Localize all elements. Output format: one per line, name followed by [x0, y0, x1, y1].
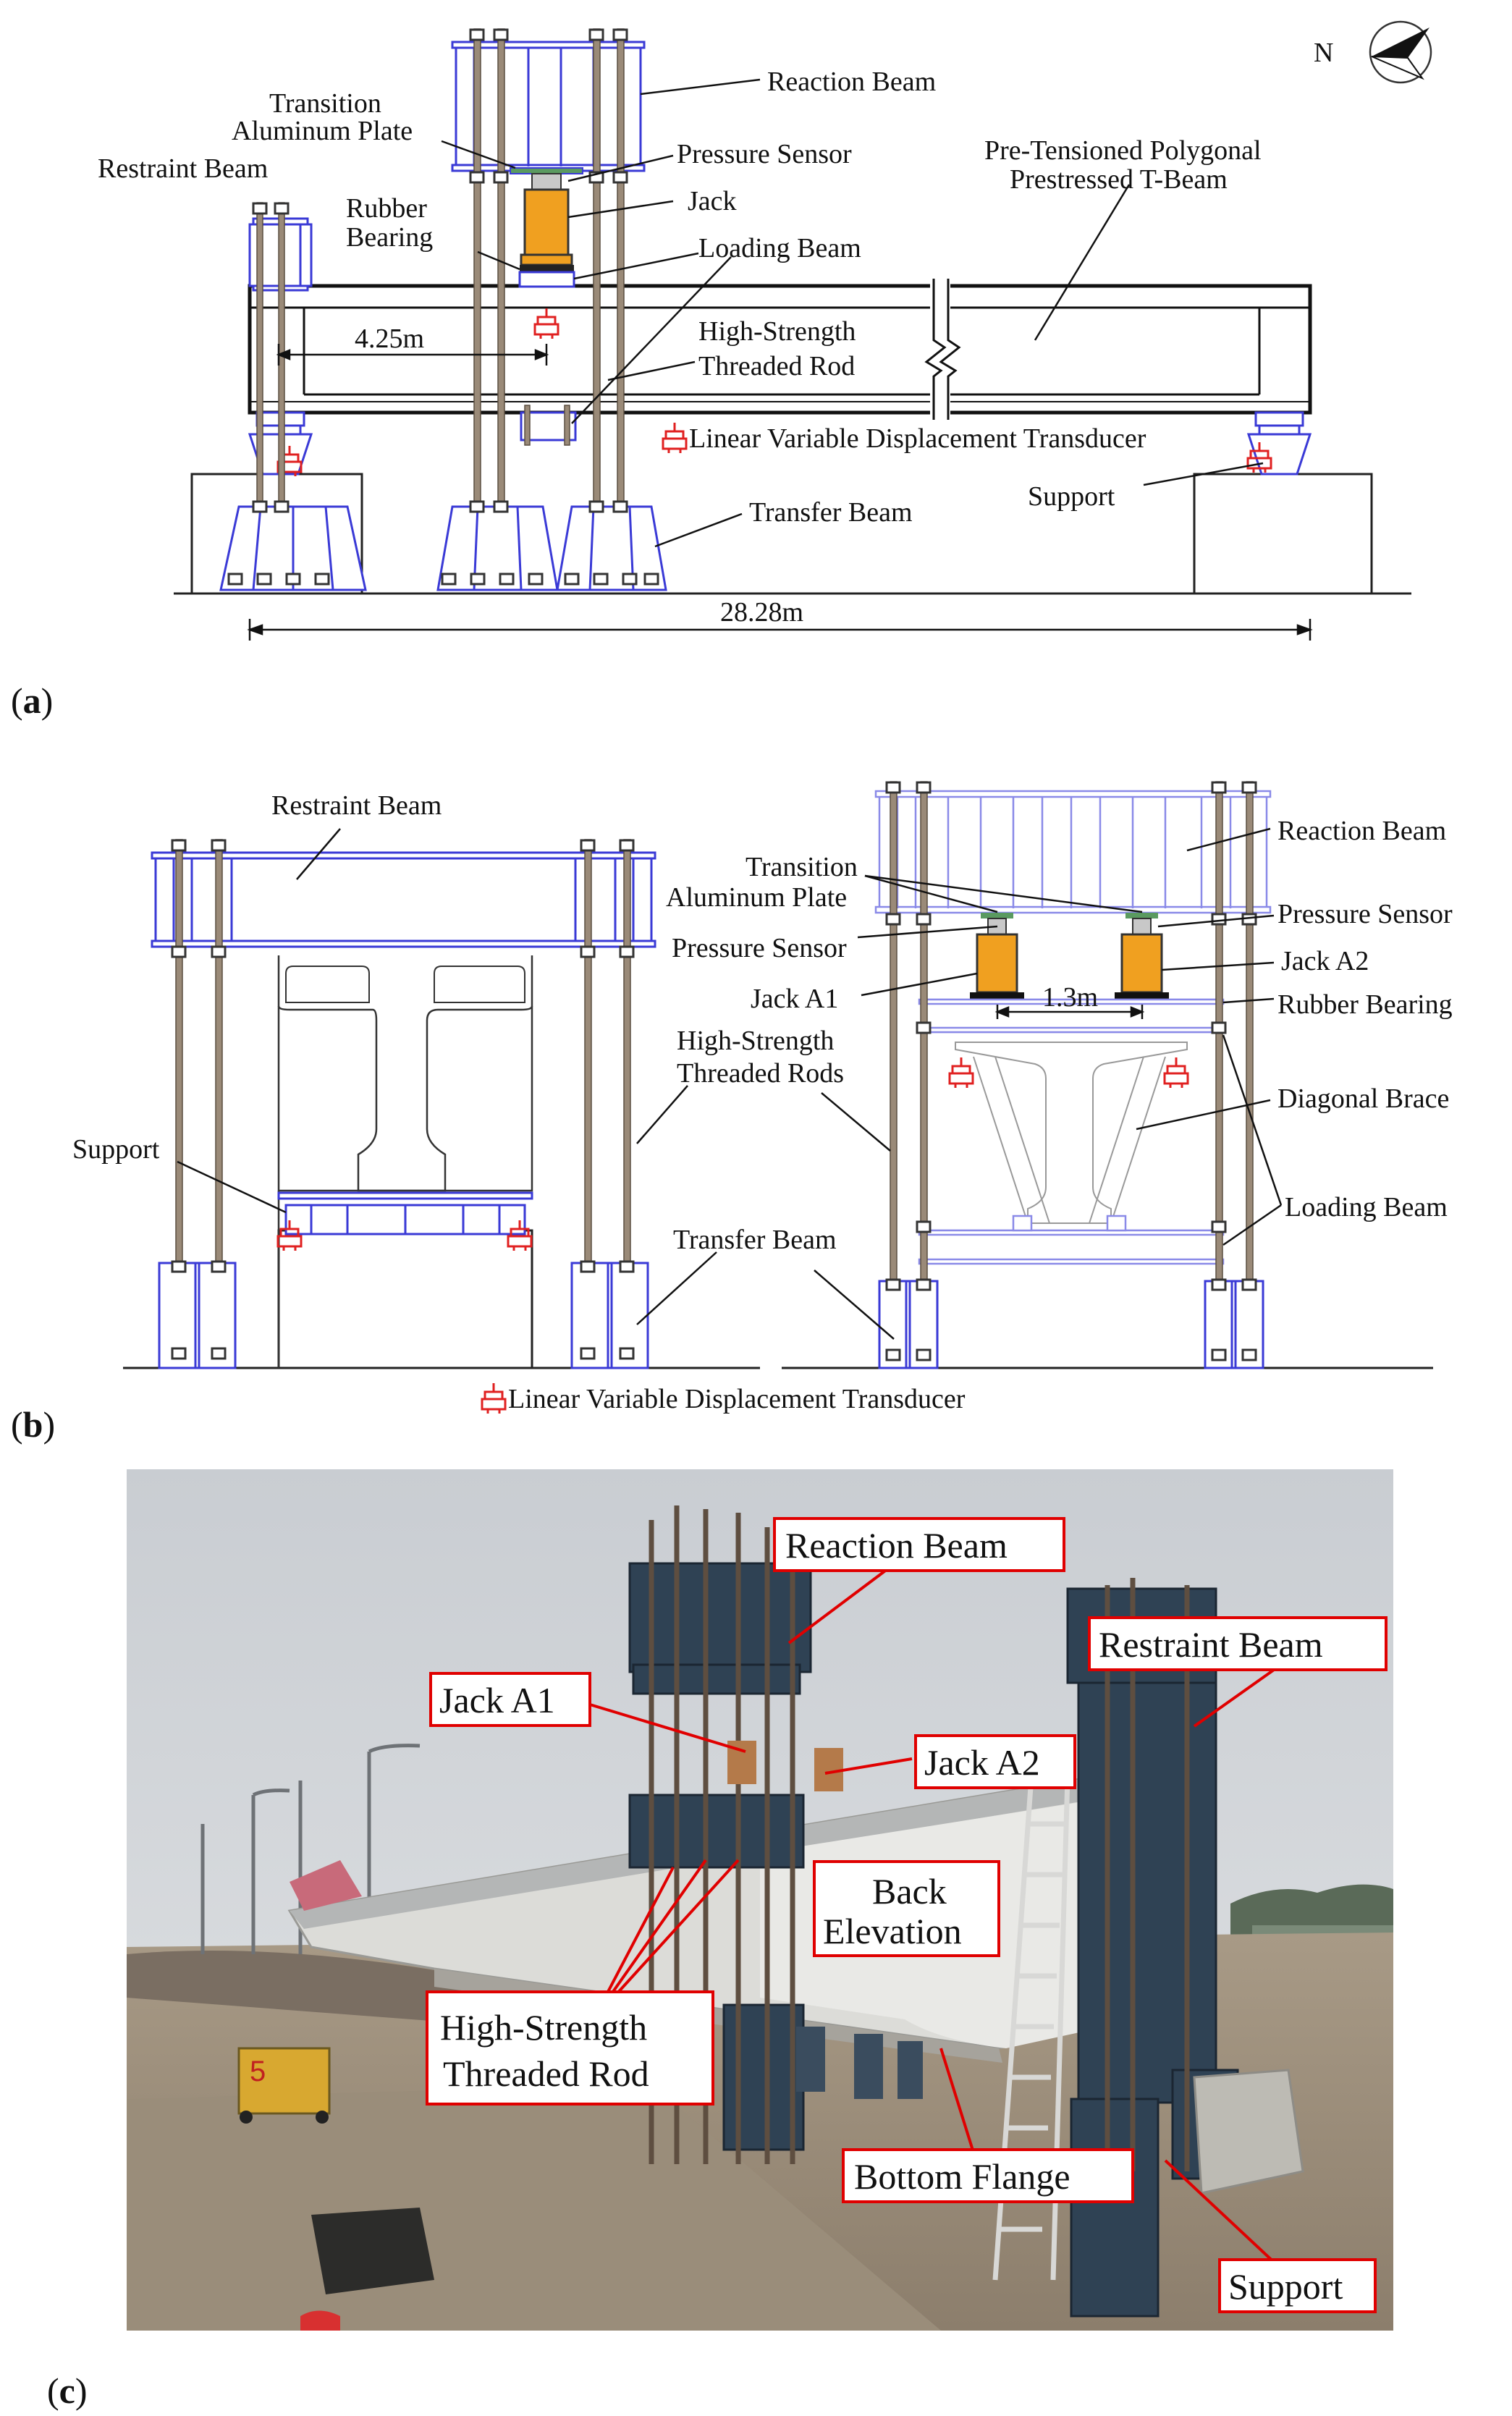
support-b: [277, 1191, 533, 1236]
label-support-b: Support: [72, 1134, 160, 1165]
label-high-strength-2-b: Threaded Rods: [677, 1058, 844, 1089]
right-pier: [1193, 473, 1373, 595]
label-pretensioned-2: Prestressed T-Beam: [1010, 164, 1228, 195]
label-high-strength-1-c: High-Strength: [440, 2007, 647, 2048]
label-transition-1-a: Transition: [269, 88, 381, 119]
compass-label: N: [1314, 38, 1333, 68]
label-jack-a1-b: Jack A1: [751, 984, 838, 1014]
leaders-b: [177, 827, 1283, 1340]
caption-a: (a): [11, 680, 53, 721]
callout-box-reaction: [773, 1517, 1065, 1572]
transfer-beams-a: [219, 505, 667, 591]
rubber-bearing-a: [520, 265, 574, 272]
leaders-a: [441, 78, 1264, 548]
dim-1-3: [994, 1005, 1145, 1019]
t-beam-section-right: [955, 1042, 1188, 1224]
north-arrow-icon: [1369, 20, 1432, 84]
label-high-strength-1-a: High-Strength: [698, 316, 856, 347]
label-rubber-bearing-b: Rubber Bearing: [1277, 989, 1453, 1020]
callout-box-support: [1218, 2258, 1377, 2313]
label-pressure-sensor-b-right: Pressure Sensor: [1277, 899, 1453, 929]
label-support-c: Support: [1228, 2266, 1343, 2307]
loading-beam-top-a: [518, 271, 575, 288]
jack-a1-b: [976, 933, 1018, 994]
label-jack-a: Jack: [688, 186, 737, 216]
label-transfer-beam-b: Transfer Beam: [673, 1225, 837, 1255]
reaction-beam-b: [874, 790, 1272, 914]
t-beam-elevation: [248, 279, 1312, 420]
t-beam-section-outline: [277, 955, 533, 1192]
lvdt-legend-icon-a: [662, 421, 688, 455]
label-jack-a2-b: Jack A2: [1281, 946, 1369, 976]
rubber-bearing-b-2: [1115, 992, 1169, 1000]
label-pressure-sensor-a: Pressure Sensor: [677, 139, 852, 169]
label-jack-a1-c: Jack A1: [439, 1680, 555, 1720]
label-lvdt-a: Linear Variable Displacement Transducer: [689, 423, 1146, 454]
label-diagonal-brace-b: Diagonal Brace: [1277, 1084, 1449, 1114]
label-pressure-sensor-b-left: Pressure Sensor: [672, 933, 847, 963]
callout-box-jack-a2: [914, 1734, 1076, 1789]
lvdt-b-right-2: [1163, 1056, 1189, 1089]
label-transition-2-b: Aluminum Plate: [666, 882, 847, 913]
right-support: [1246, 411, 1312, 476]
pressure-sensor-a: [531, 173, 562, 190]
callout-box-threaded-rod: [426, 1990, 714, 2105]
callout-box-jack-a1: [429, 1672, 591, 1727]
dim-4-25: [276, 344, 549, 366]
label-back-c: Back: [872, 1871, 947, 1912]
label-jack-a2-c: Jack A2: [924, 1742, 1040, 1783]
pressure-sensor-b-2: [1132, 918, 1152, 935]
transfer-beams-b-right: [878, 1280, 1264, 1369]
label-high-strength-1-b: High-Strength: [677, 1026, 834, 1056]
label-reaction-beam-b: Reaction Beam: [1277, 816, 1446, 846]
rubber-bearing-b-1: [970, 992, 1024, 1000]
jack-a2-b: [1120, 933, 1163, 994]
generator-number: 5: [250, 2056, 266, 2087]
panel-b: 1.3m Restraint Beam Support High-Strengt…: [11, 781, 1453, 1445]
label-reaction-beam-a: Reaction Beam: [767, 67, 936, 97]
callouts-c: Reaction Beam Restraint Beam Jack A1 Jac…: [426, 1517, 1388, 2313]
caption-b: (b): [11, 1404, 55, 1445]
caption-c: (c): [47, 2370, 88, 2411]
panel-c-photo: 5: [47, 1469, 1393, 2411]
transition-plate-a: [510, 167, 583, 174]
label-high-strength-2-a: Threaded Rod: [698, 351, 855, 381]
restraint-beam-b: [151, 851, 656, 948]
label-rubber-1-a: Rubber: [346, 193, 427, 224]
label-transfer-beam-a: Transfer Beam: [749, 497, 913, 528]
label-transition-2-a: Aluminum Plate: [232, 116, 413, 146]
panel-a: 4.25m 28.28m N: [11, 20, 1432, 721]
label-elevation-c: Elevation: [823, 1911, 962, 1951]
label-restraint-beam-a: Restraint Beam: [98, 153, 268, 184]
callout-box-bottom-flange: [842, 2148, 1134, 2203]
label-reaction-beam-c: Reaction Beam: [785, 1525, 1008, 1566]
transition-plate-b-2: [1125, 913, 1158, 918]
label-restraint-beam-b: Restraint Beam: [271, 790, 442, 821]
dim-label-4-25: 4.25m: [355, 324, 424, 354]
label-bottom-flange-c: Bottom Flange: [854, 2156, 1070, 2197]
label-transition-1-b: Transition: [746, 852, 858, 882]
dim-28-28: [247, 619, 1313, 641]
label-pretensioned-1: Pre-Tensioned Polygonal: [984, 135, 1262, 166]
lvdt-b-right-1: [948, 1056, 974, 1089]
transition-plate-b-1: [981, 913, 1013, 918]
jack-a: [523, 188, 570, 256]
lvdt-legend-icon-b: [481, 1382, 507, 1415]
label-rubber-2-a: Bearing: [346, 222, 433, 253]
pier-section-b: [277, 1229, 533, 1369]
generator: [237, 2047, 331, 2115]
label-restraint-beam-c: Restraint Beam: [1099, 1624, 1323, 1665]
label-loading-beam-b: Loading Beam: [1285, 1192, 1448, 1222]
label-support-a: Support: [1028, 481, 1115, 512]
label-high-strength-2-c: Threaded Rod: [443, 2053, 649, 2094]
callout-box-restraint: [1088, 1616, 1388, 1671]
label-lvdt-b: Linear Variable Displacement Transducer: [508, 1384, 966, 1414]
dim-label-1-3: 1.3m: [1042, 982, 1098, 1013]
callout-box-back-elevation: [813, 1860, 1000, 1957]
label-loading-beam-a: Loading Beam: [698, 233, 861, 263]
dim-label-28-28: 28.28m: [720, 597, 803, 628]
